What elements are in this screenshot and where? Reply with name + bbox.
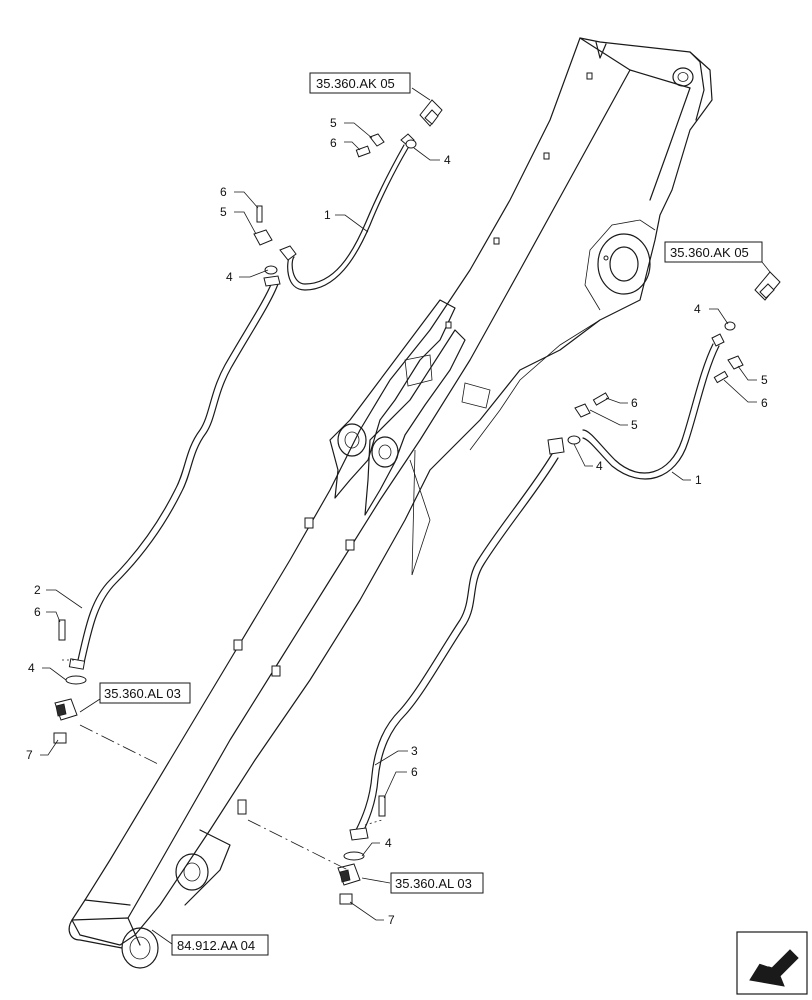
- callout-4-c: 4: [694, 302, 701, 316]
- callout-5-b: 5: [220, 205, 227, 219]
- cylinder-bracket: [329, 299, 491, 516]
- callout-5-a: 5: [330, 116, 337, 130]
- left-tube-2: [68, 275, 281, 670]
- boom-pivot-boss: [597, 233, 651, 295]
- right-lower-fittings: [337, 795, 386, 905]
- right-tube-3: [349, 453, 559, 841]
- ref-al03-left-label: 35.360.AL 03: [104, 686, 181, 701]
- left-hose-1: [287, 133, 415, 291]
- ref-ak05-right[interactable]: 35.360.AK 05: [664, 241, 763, 263]
- callout-4-d: 4: [596, 459, 603, 473]
- callout-1-a: 1: [324, 208, 331, 222]
- leader-lines: [40, 87, 771, 945]
- ak05-right-connector: [754, 271, 781, 301]
- ref-al03-left[interactable]: 35.360.AL 03: [99, 682, 191, 704]
- ref-ak05-top[interactable]: 35.360.AK 05: [309, 72, 411, 94]
- callouts-left-lower: 2 6 4 7: [26, 583, 41, 762]
- callout-6-c: 6: [761, 396, 768, 410]
- callouts-right-lower: 3 6 4 7: [385, 744, 418, 927]
- callout-6-a: 6: [330, 136, 337, 150]
- callout-4-e: 4: [28, 661, 35, 675]
- callout-1-b: 1: [695, 473, 702, 487]
- callout-3: 3: [411, 744, 418, 758]
- elbow-cap-top: [355, 133, 385, 158]
- callout-4-a: 4: [444, 153, 451, 167]
- boom-lower-boss: [68, 853, 209, 969]
- callout-5-c: 5: [761, 373, 768, 387]
- ref-aa04-bottom-label: 84.912.AA 04: [177, 938, 255, 953]
- boom-top-hole: [672, 67, 694, 87]
- callout-6-e: 6: [34, 605, 41, 619]
- callouts-top-left: 5 6 4 1 6 5 4: [220, 116, 451, 284]
- ref-aa04-bottom[interactable]: 84.912.AA 04: [171, 934, 269, 956]
- ref-ak05-right-label: 35.360.AK 05: [670, 245, 749, 260]
- right-hose-1: [582, 333, 725, 480]
- ref-al03-right-label: 35.360.AL 03: [395, 876, 472, 891]
- callouts-right: 4 5 6 6 5 4 1: [596, 302, 768, 487]
- centerlines: [62, 659, 383, 871]
- ref-ak05-top-label: 35.360.AK 05: [316, 76, 395, 91]
- ref-al03-right[interactable]: 35.360.AL 03: [390, 872, 484, 894]
- fitting-top-left: [253, 205, 297, 261]
- arrow-navigation-icon[interactable]: [736, 931, 808, 995]
- left-lower-fittings: [53, 619, 87, 744]
- callout-6-b: 6: [220, 185, 227, 199]
- fitting-right-upper: [713, 321, 744, 384]
- callout-2: 2: [34, 583, 41, 597]
- fitting-right-lower: [547, 392, 610, 455]
- callout-5-d: 5: [631, 418, 638, 432]
- callout-7-b: 7: [388, 913, 395, 927]
- callout-4-b: 4: [226, 270, 233, 284]
- callout-6-f: 6: [411, 765, 418, 779]
- boom-lugs: [233, 72, 593, 815]
- callout-6-d: 6: [631, 396, 638, 410]
- callout-7-a: 7: [26, 748, 33, 762]
- callout-4-f: 4: [385, 836, 392, 850]
- clamp-upper-left: [264, 139, 417, 275]
- boom-arm: [71, 37, 713, 946]
- ak05-top-connector: [419, 99, 443, 127]
